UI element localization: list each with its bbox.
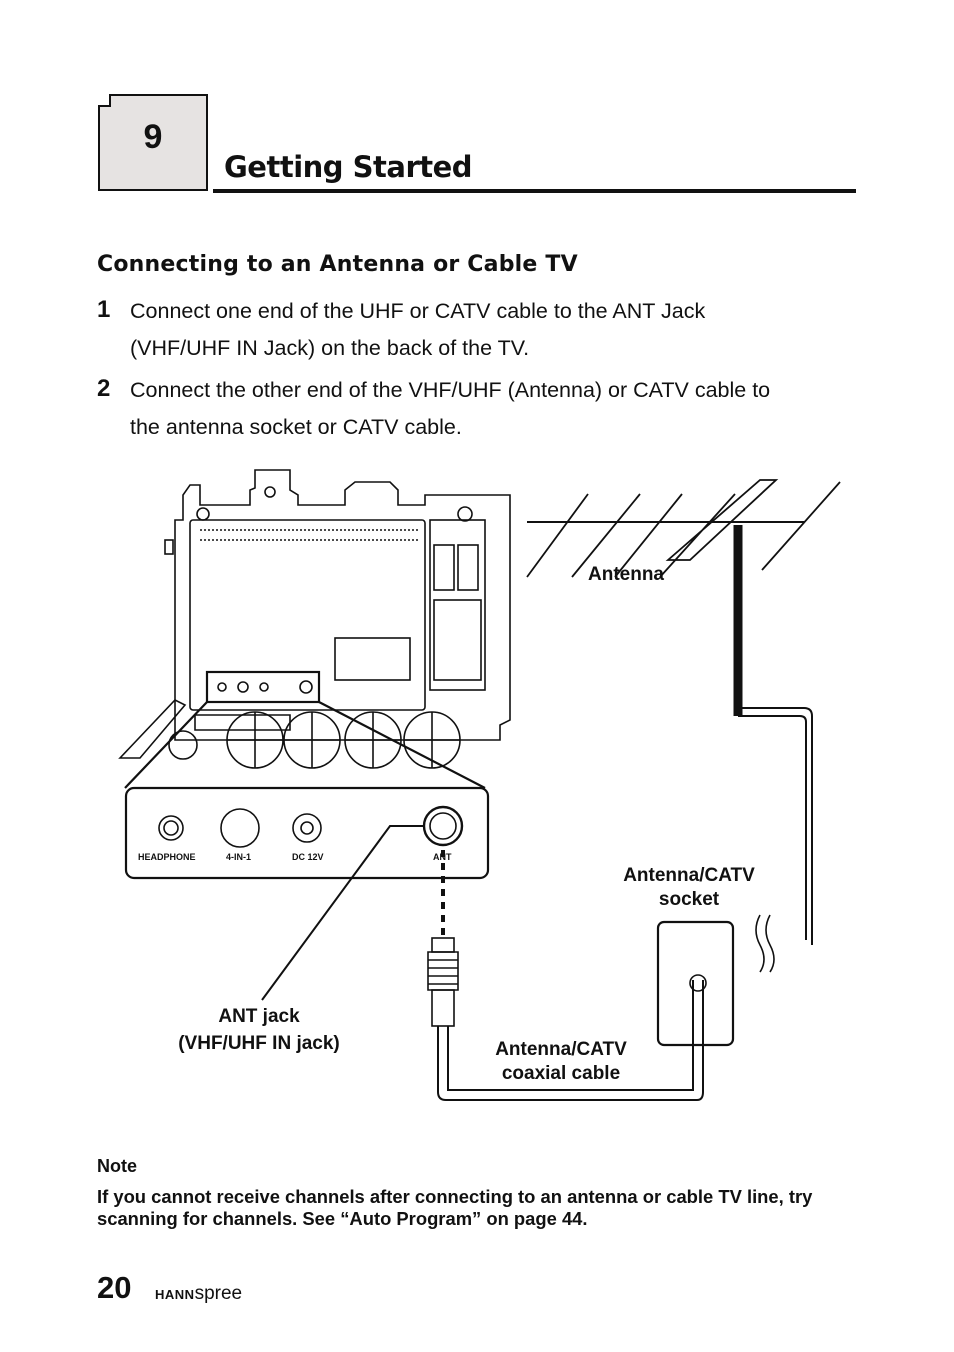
ant-jack-label-line-1: ANT jack [218,1006,300,1027]
section-title: Connecting to an Antenna or Cable TV [97,252,578,277]
brand-bold: HANN [155,1287,195,1302]
ant-label: ANT [433,852,452,862]
step-2-number: 2 [97,375,111,402]
chapter-number: 9 [143,118,163,156]
step-1-line-1: Connect one end of the UHF or CATV cable… [130,299,706,323]
ant-jack-label: ANT jack (VHF/UHF IN jack) [150,1003,368,1057]
brand-logo: HANNspree [155,1283,242,1305]
note-heading: Note [97,1156,137,1176]
four-in-one-label: 4-IN-1 [226,852,252,862]
ant-jack-label-line-2: (VHF/UHF IN jack) [178,1033,340,1054]
step-1-number: 1 [97,296,111,323]
step-1-text: Connect one end of the UHF or CATV cable… [130,293,860,367]
page-number: 20 [97,1270,132,1305]
socket-label-line-2: socket [658,889,720,910]
note-text: If you cannot receive channels after con… [97,1186,813,1229]
coaxial-cable-label-line-1: Antenna/CATV [495,1039,627,1060]
ant-panel-zoom [124,786,490,880]
antenna-illustration [526,479,841,945]
wall-socket [656,920,735,1047]
socket-label-line-1: Antenna/CATV [623,865,755,886]
dc-12v-label: DC 12V [292,852,324,862]
step-2-line-2: the antenna socket or CATV cable. [130,415,462,439]
tv-illustration [118,469,511,769]
step-1-line-2: (VHF/UHF IN Jack) on the back of the TV. [130,336,530,360]
antenna-label: Antenna [588,564,664,585]
headphone-label: HEADPHONE [138,852,196,862]
coaxial-cable-label-line-2: coaxial cable [501,1063,621,1084]
socket-label: Antenna/CATV socket [604,864,774,912]
coaxial-cable-label: Antenna/CATV coaxial cable [476,1038,646,1086]
step-2-text: Connect the other end of the VHF/UHF (An… [130,372,860,446]
brand-rest: spree [194,1283,243,1304]
chapter-title: Getting Started [224,150,473,184]
step-2-line-1: Connect the other end of the VHF/UHF (An… [130,378,771,402]
title-rule [213,189,856,193]
chapter-tab [98,94,208,191]
